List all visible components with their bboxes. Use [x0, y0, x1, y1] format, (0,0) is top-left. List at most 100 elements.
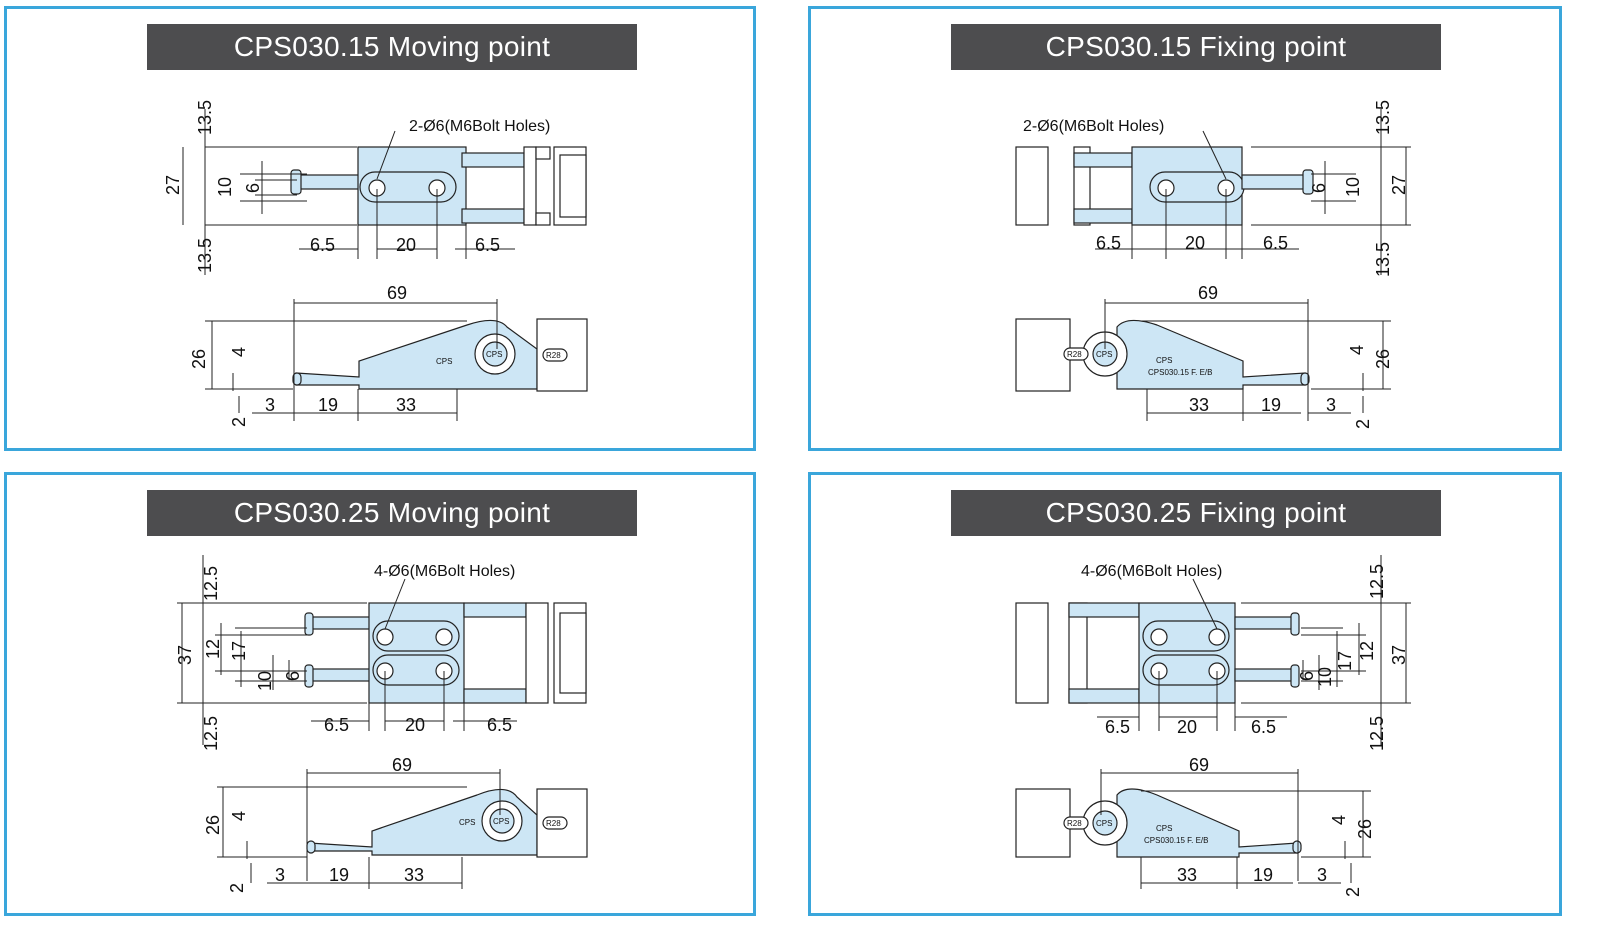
dim-a: 3 — [1317, 865, 1327, 885]
holes-label: 2-Ø6(M6Bolt Holes) — [409, 118, 550, 135]
dim-length: 69 — [1189, 755, 1209, 775]
bracket-tongue — [306, 616, 376, 630]
bracket-tongue — [306, 668, 376, 682]
bracket-tip — [292, 372, 302, 386]
chain-link-bottom — [463, 688, 527, 704]
panel-title: CPS030.25 Moving point — [147, 490, 637, 536]
bracket-mark: CPS — [436, 357, 452, 366]
dim-side-thickness: 4 — [1329, 815, 1349, 825]
radius-label: R28 — [546, 819, 561, 828]
dim-length: 69 — [387, 283, 407, 303]
panel-cps030-15-moving: CPS030.15 Moving point — [4, 6, 756, 451]
dim-side-thickness: 4 — [229, 347, 249, 357]
chain-plate — [523, 146, 537, 226]
pivot-boss — [489, 808, 515, 834]
pivot-boss — [482, 341, 508, 367]
dim-height: 37 — [1389, 645, 1409, 665]
dim-span: 20 — [405, 715, 425, 735]
dim-length: 69 — [1198, 283, 1218, 303]
dim-c: 33 — [396, 395, 416, 415]
dim-b: 19 — [329, 865, 349, 885]
dim-b: 19 — [1261, 395, 1281, 415]
bracket-mark: CPS — [1156, 824, 1172, 833]
bracket-tip — [304, 612, 314, 636]
bolt-slot — [372, 620, 460, 652]
radius-tag — [542, 816, 568, 830]
bracket-side — [1116, 788, 1298, 858]
dim-left-offset: 6.5 — [1096, 233, 1121, 253]
bolt-hole — [376, 628, 394, 646]
dim-b: 19 — [1253, 865, 1273, 885]
dim-length: 69 — [392, 755, 412, 775]
drawing-cps030-15-fixing: 2-Ø6(M6Bolt Holes) 13.5 27 10 6 13.5 6.5… — [1015, 100, 1411, 429]
top-view: 13.5 27 10 6 13.5 6.5 20 6.5 2-Ø6(M6Bolt… — [163, 100, 587, 275]
dim-bottom: 12.5 — [1367, 716, 1387, 751]
dim-span: 20 — [1177, 717, 1197, 737]
radius-tag — [542, 348, 568, 362]
panel-title: CPS030.25 Fixing point — [951, 490, 1441, 536]
top-view: 4-Ø6(M6Bolt Holes) 12.5 37 12 17 10 6 12… — [175, 555, 587, 751]
bracket-side — [1116, 319, 1306, 390]
panel-cps030-25-moving: CPS030.25 Moving point — [4, 472, 756, 916]
side-view: CPS R28 CPS CPS030.15 F. E/B 69 26 4 2 3… — [1015, 755, 1375, 897]
bracket-tongue — [1234, 616, 1298, 630]
drawing-cps030-25-moving: 4-Ø6(M6Bolt Holes) 12.5 37 12 17 10 6 12… — [175, 555, 588, 893]
holes-label: 4-Ø6(M6Bolt Holes) — [1081, 563, 1222, 580]
radius-tag — [1063, 347, 1089, 361]
dim-side-height: 26 — [1373, 349, 1393, 369]
chain-side — [1015, 318, 1071, 392]
bracket-tip — [290, 169, 302, 195]
dim-inner: 10 — [255, 671, 275, 691]
dim-b: 19 — [318, 395, 338, 415]
dim-a: 3 — [1326, 395, 1336, 415]
bracket-side — [295, 319, 538, 390]
dim-height: 27 — [1389, 175, 1409, 195]
dim-right-offset: 6.5 — [475, 235, 500, 255]
bracket-tip — [304, 664, 314, 688]
bracket-mark: CPS — [459, 818, 475, 827]
dim-top: 13.5 — [195, 100, 215, 135]
dim-base: 2 — [227, 883, 247, 893]
dim-span: 20 — [1185, 233, 1205, 253]
chain-link-top — [461, 152, 525, 168]
chain-link-bottom — [461, 208, 525, 224]
side-view: CPS CPS R28 69 26 4 2 3 19 33 — [189, 283, 588, 427]
chain-plate — [535, 146, 551, 160]
dim-side-height: 26 — [189, 349, 209, 369]
bracket-plate — [368, 602, 465, 704]
dim-side-height: 26 — [1355, 819, 1375, 839]
dim-top: 12.5 — [201, 566, 221, 601]
dim-inner: 10 — [1343, 177, 1363, 197]
dim-outer: 17 — [1335, 651, 1355, 671]
chain-link-top — [1073, 152, 1133, 168]
dim-right-offset: 6.5 — [1251, 717, 1276, 737]
side-view: CPS R28 CPS CPS030.15 F. E/B 69 26 4 2 3… — [1015, 283, 1393, 429]
dim-height: 37 — [175, 645, 195, 665]
chain-side — [1015, 788, 1071, 858]
dim-c: 33 — [1189, 395, 1209, 415]
dim-span: 20 — [396, 235, 416, 255]
chain-link-inner — [559, 154, 587, 218]
dim-inner: 10 — [1315, 667, 1335, 687]
dim-inner: 10 — [215, 177, 235, 197]
dim-a: 3 — [265, 395, 275, 415]
bracket-plate — [1138, 602, 1236, 704]
holes-label: 4-Ø6(M6Bolt Holes) — [374, 563, 515, 580]
dim-slot: 6 — [1309, 183, 1329, 193]
bracket-tip — [1290, 612, 1300, 636]
bolt-hole — [1208, 628, 1226, 646]
dim-a: 3 — [275, 865, 285, 885]
dim-bottom: 13.5 — [195, 238, 215, 273]
bracket-tip — [1292, 840, 1302, 854]
chain-link — [1015, 602, 1049, 704]
dim-slot: 6 — [243, 183, 263, 193]
dim-c: 33 — [1177, 865, 1197, 885]
dim-left-offset: 6.5 — [1105, 717, 1130, 737]
bolt-slot — [372, 654, 460, 686]
dim-base: 2 — [1343, 887, 1363, 897]
bracket-side — [308, 788, 538, 856]
pivot-logo: CPS — [1096, 819, 1112, 828]
dim-side-height: 26 — [203, 815, 223, 835]
top-view: 2-Ø6(M6Bolt Holes) 13.5 27 10 6 13.5 6.5… — [1015, 100, 1411, 277]
chain-plate — [525, 602, 549, 704]
